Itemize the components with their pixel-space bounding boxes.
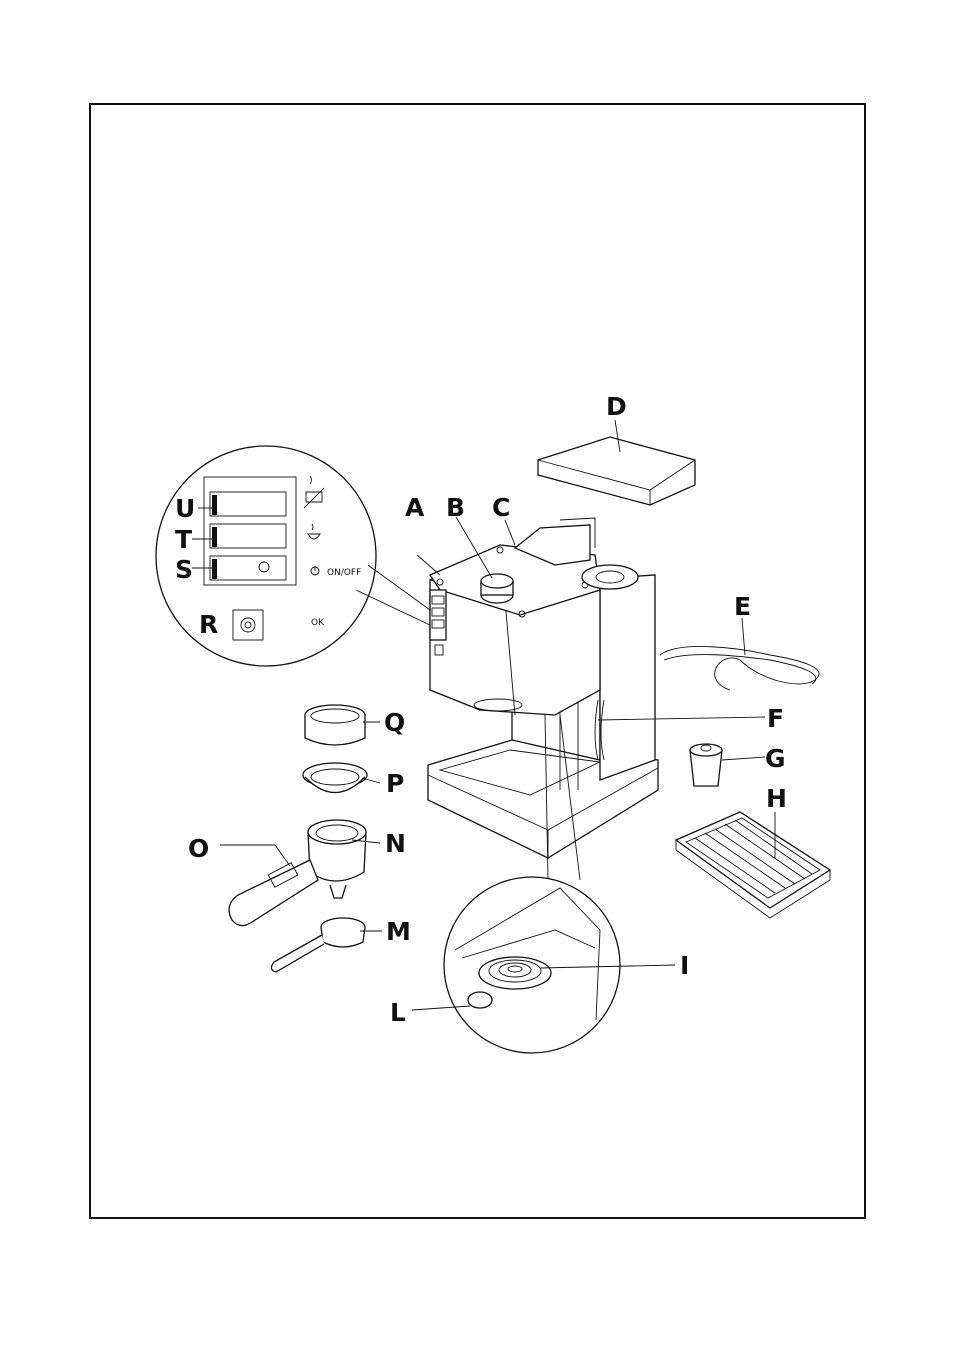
ok-text: OK xyxy=(311,618,325,628)
switch-u xyxy=(210,492,286,516)
coffee-cup-icon xyxy=(308,524,320,539)
label-d: D xyxy=(606,392,627,421)
label-f: F xyxy=(767,704,784,733)
two-cup-filter-p xyxy=(303,763,367,793)
filter-holder-n xyxy=(308,820,366,898)
label-r: R xyxy=(199,610,218,639)
ok-button-r xyxy=(233,610,263,640)
label-g: G xyxy=(765,744,786,773)
tank-cover-d xyxy=(538,437,695,505)
steam-icon xyxy=(304,476,324,508)
label-b: B xyxy=(446,493,465,522)
drip-tray-grille-h xyxy=(676,812,830,918)
power-icon xyxy=(311,566,319,575)
label-u: U xyxy=(175,494,195,523)
label-p: P xyxy=(386,769,404,798)
label-h: H xyxy=(766,784,787,813)
power-cord-e xyxy=(660,646,819,690)
label-e: E xyxy=(734,592,751,621)
knob-b xyxy=(481,574,513,603)
label-t: T xyxy=(175,525,192,554)
one-cup-filter-q xyxy=(305,705,365,745)
espresso-machine-body xyxy=(428,518,658,858)
label-o: O xyxy=(188,834,209,863)
label-n: N xyxy=(385,829,406,858)
switch-s xyxy=(210,556,286,580)
on-off-text: ON/OFF xyxy=(327,568,361,578)
measuring-scoop-m xyxy=(271,918,365,972)
cappuccino-nozzle-g xyxy=(690,744,722,786)
label-i: I xyxy=(680,951,689,980)
label-l: L xyxy=(390,998,406,1027)
label-s: S xyxy=(175,555,193,584)
label-a: A xyxy=(405,493,425,522)
label-c: C xyxy=(492,493,510,522)
switch-t xyxy=(210,524,286,548)
label-q: Q xyxy=(384,708,405,737)
control-panel-inset: ON/OFF OK xyxy=(156,446,430,666)
label-m: M xyxy=(386,917,411,946)
handle-o xyxy=(229,860,318,926)
